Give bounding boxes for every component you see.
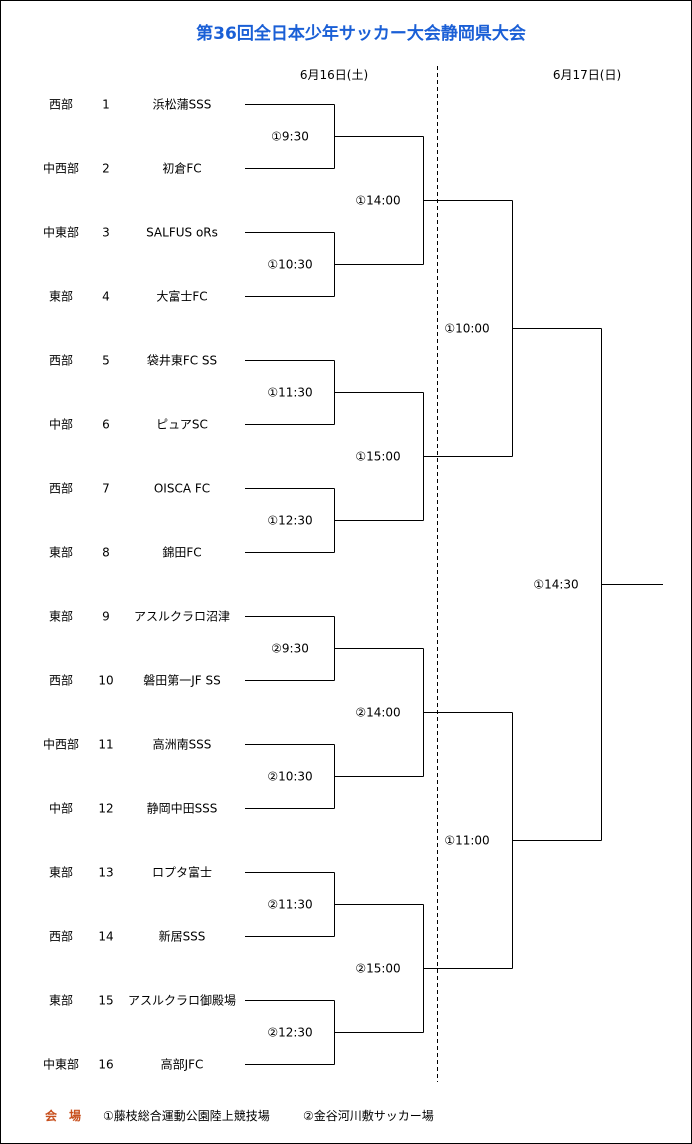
team-region: 中西部 <box>43 737 79 752</box>
team-number: 13 <box>98 866 113 880</box>
r2-match-label: ②14:00 <box>355 706 400 720</box>
team-name: SALFUS oRs <box>146 226 218 240</box>
r1-match-label: ①10:30 <box>267 258 312 272</box>
team-number: 7 <box>102 482 110 496</box>
team-number: 10 <box>98 674 113 688</box>
team-region: 中東部 <box>43 1057 79 1072</box>
team-region: 西部 <box>49 673 73 688</box>
team-number: 3 <box>102 226 110 240</box>
semi-match-label: ①10:00 <box>444 322 489 336</box>
venue-1: ①藤枝総合運動公園陸上競技場 <box>103 1108 270 1123</box>
bracket-lines <box>245 104 663 1065</box>
r1-match-label: ②11:30 <box>267 898 312 912</box>
r2-match-label: ①14:00 <box>355 194 400 208</box>
team-region: 東部 <box>49 545 73 560</box>
team-name: アスルクラロ沼津 <box>134 610 230 624</box>
team-name: 静岡中田SSS <box>147 801 218 816</box>
team-name: アスルクラロ御殿場 <box>128 993 236 1008</box>
team-number: 12 <box>98 802 113 816</box>
r1-match-label: ②9:30 <box>271 642 309 656</box>
team-name: 磐田第一JF SS <box>143 674 221 688</box>
team-region: 東部 <box>49 993 73 1008</box>
r2-match-label: ②15:00 <box>355 962 400 976</box>
r1-match-label: ①11:30 <box>267 386 312 400</box>
team-region: 西部 <box>49 929 73 944</box>
team-list: 西部 1 浜松蒲SSS 中西部 2 初倉FC 中東部 3 SALFUS oRs 東部 4 大富士FC 西… <box>43 97 236 1072</box>
team-name: ピュアSC <box>156 418 208 432</box>
team-number: 2 <box>102 162 110 176</box>
team-number: 14 <box>98 930 113 944</box>
team-number: 8 <box>102 546 110 560</box>
team-name: 高洲南SSS <box>153 737 212 752</box>
team-region: 西部 <box>49 353 73 368</box>
match-labels: ①9:30 ①10:30 ①11:30 ①12:30 ②9:30 ②10:30 ②11:30… <box>267 130 578 1040</box>
team-region: 中部 <box>49 801 73 816</box>
team-region: 東部 <box>49 609 73 624</box>
team-region: 東部 <box>49 289 73 304</box>
team-number: 9 <box>102 610 110 624</box>
team-name: 新居SSS <box>159 929 206 944</box>
r1-match-label: ②12:30 <box>267 1026 312 1040</box>
team-name: 大富士FC <box>156 289 207 304</box>
venue-2: ②金谷河川敷サッカー場 <box>303 1108 434 1123</box>
team-name: 浜松蒲SSS <box>153 98 212 112</box>
team-name: 高部JFC <box>161 1057 204 1072</box>
team-number: 4 <box>102 290 110 304</box>
semi-match-label: ①11:00 <box>444 834 489 848</box>
r1-match-label: ②10:30 <box>267 770 312 784</box>
team-region: 中西部 <box>43 161 79 176</box>
bracket-title: 第36回全日本少年サッカー大会静岡県大会 <box>196 23 526 44</box>
venue-label: 会 場 <box>45 1108 81 1123</box>
team-number: 15 <box>98 994 113 1008</box>
team-number: 6 <box>102 418 110 432</box>
team-name: 袋井東FC SS <box>147 354 217 368</box>
team-number: 5 <box>102 354 110 368</box>
team-number: 1 <box>102 98 110 112</box>
r1-match-label: ①12:30 <box>267 514 312 528</box>
team-number: 11 <box>98 738 113 752</box>
team-name: 錦田FC <box>162 545 201 560</box>
team-name: OISCA FC <box>154 482 210 496</box>
final-match-label: ①14:30 <box>533 578 578 592</box>
date-day1: 6月16日(土) <box>300 68 368 82</box>
team-name: ロプタ富士 <box>152 865 212 880</box>
team-region: 西部 <box>49 481 73 496</box>
r1-match-label: ①9:30 <box>271 130 309 144</box>
team-region: 中東部 <box>43 225 79 240</box>
team-name: 初倉FC <box>162 161 201 176</box>
team-number: 16 <box>98 1058 113 1072</box>
team-region: 中部 <box>49 417 73 432</box>
team-region: 西部 <box>49 97 73 112</box>
date-day2: 6月17日(日) <box>553 68 621 82</box>
team-region: 東部 <box>49 865 73 880</box>
r2-match-label: ①15:00 <box>355 450 400 464</box>
